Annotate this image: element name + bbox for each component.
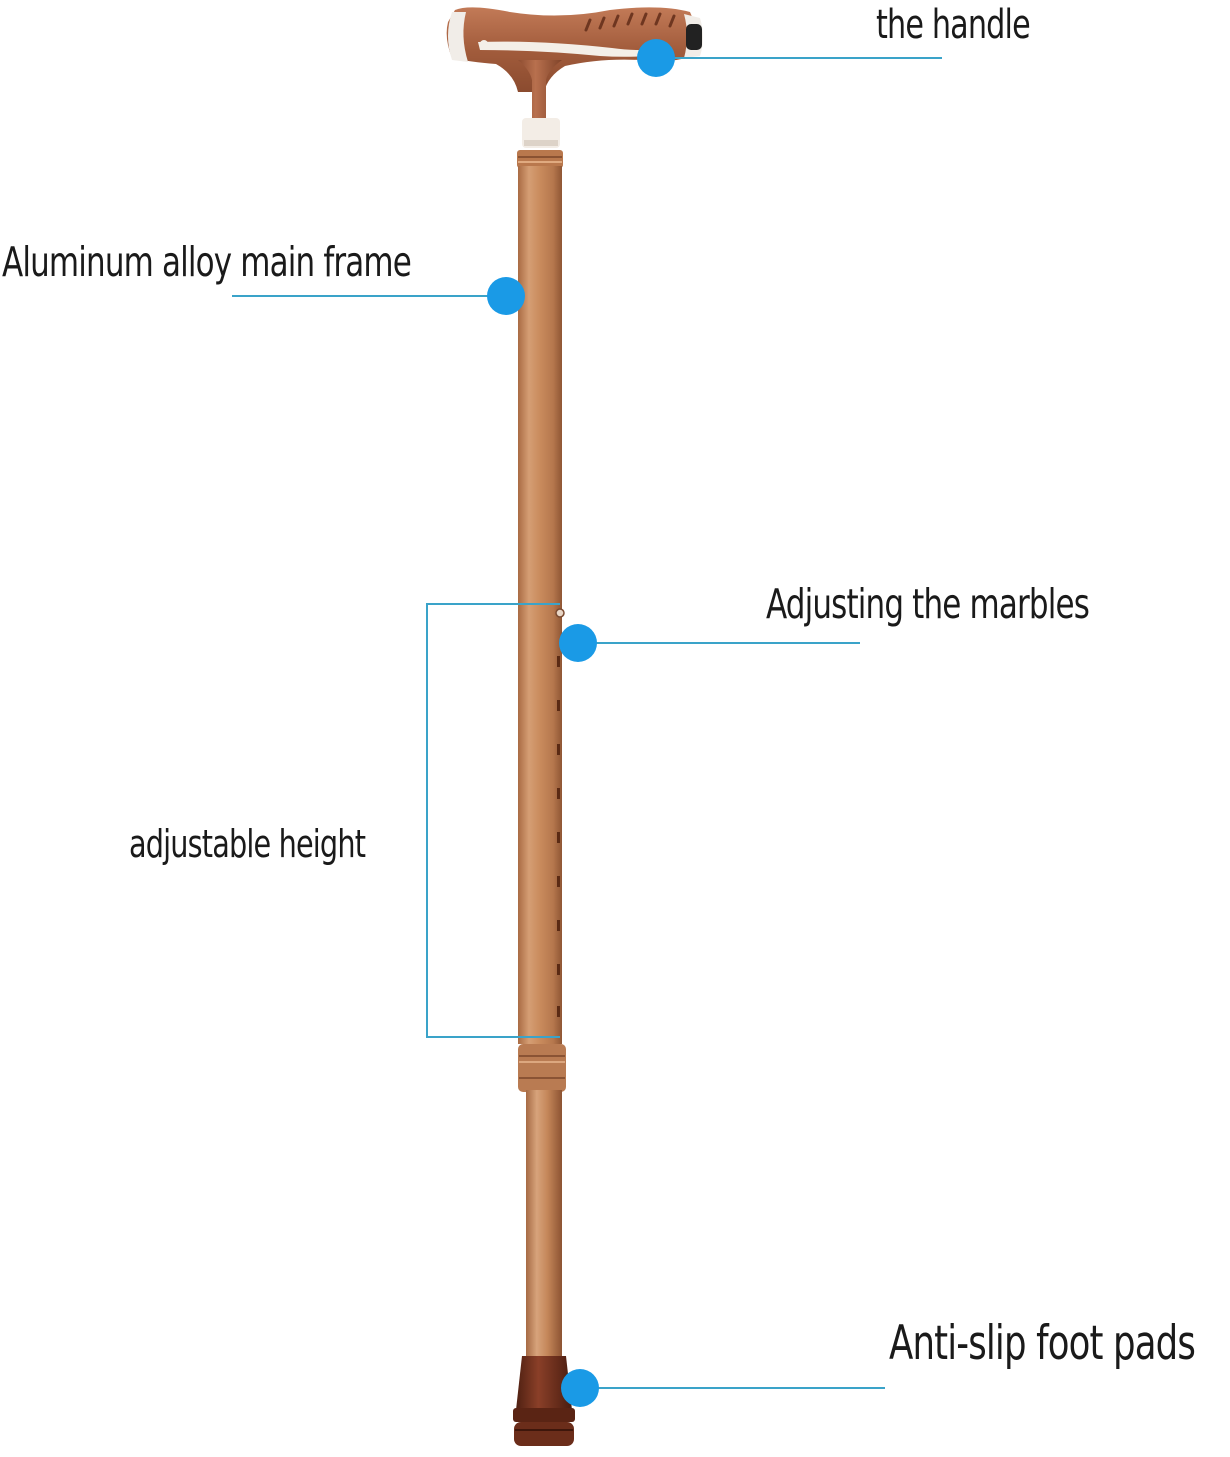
callout-dot bbox=[637, 39, 675, 77]
callout-dots bbox=[487, 39, 675, 1407]
top-ring bbox=[517, 150, 563, 168]
adjusting-marble bbox=[555, 608, 565, 618]
handle-white-stripe bbox=[478, 41, 664, 57]
handle-right-plug bbox=[686, 24, 702, 50]
label-main-frame: Aluminum alloy main frame bbox=[2, 238, 412, 286]
walking-cane-illustration bbox=[446, 7, 703, 1446]
anti-slip-foot-pad bbox=[516, 1356, 572, 1410]
lower-shaft bbox=[526, 1090, 562, 1360]
lock-collar bbox=[518, 1044, 566, 1092]
callout-dot bbox=[487, 277, 525, 315]
callout-dot bbox=[561, 1369, 599, 1407]
height-bracket bbox=[426, 603, 560, 1038]
label-adjustable-height: adjustable height bbox=[129, 822, 366, 866]
adjustment-holes bbox=[557, 656, 560, 1017]
label-anti-slip-foot-pads: Anti-slip foot pads bbox=[889, 1316, 1196, 1371]
label-adjusting-marbles: Adjusting the marbles bbox=[766, 580, 1090, 628]
handle-grip-ridges bbox=[584, 12, 676, 32]
callout-dot bbox=[559, 624, 597, 662]
handle-left-cap bbox=[448, 12, 468, 62]
callout-lines bbox=[232, 57, 942, 1389]
label-the-handle: the handle bbox=[876, 2, 1031, 48]
handle-neck bbox=[518, 60, 562, 118]
